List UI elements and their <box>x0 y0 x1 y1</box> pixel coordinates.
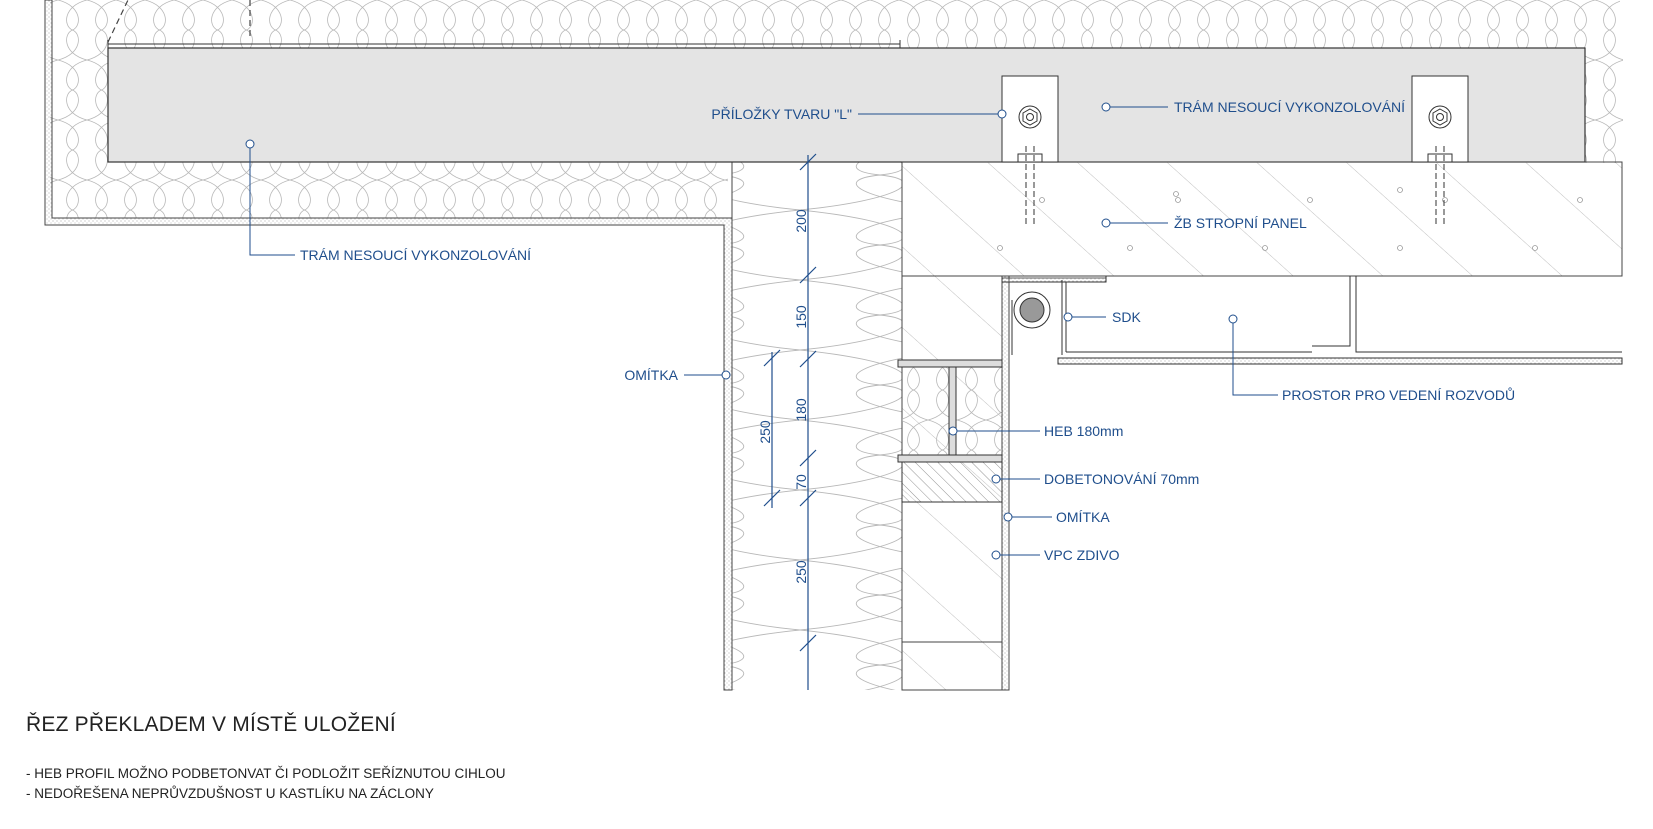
curtain-box <box>1001 276 1107 355</box>
note-1: - HEB PROFIL MOŽNO PODBETONVAT ČI PODLOŽ… <box>26 766 506 781</box>
dim-150: 150 <box>793 305 809 329</box>
label-slab: ŽB STROPNÍ PANEL <box>1174 215 1307 231</box>
dim-200: 200 <box>793 209 809 233</box>
insulation-top <box>50 0 1620 48</box>
dim-180: 180 <box>793 398 809 422</box>
label-brackets: PŘÍLOŽKY TVARU "L" <box>711 106 852 122</box>
l-bracket-2 <box>1411 75 1469 225</box>
dim-250-lower: 250 <box>793 560 809 584</box>
label-plaster-right: OMÍTKA <box>1056 509 1110 525</box>
heb-profile <box>897 359 1003 463</box>
label-beam-left: TRÁM NESOUCÍ VYKONZOLOVÁNÍ <box>300 247 531 263</box>
label-heb: HEB 180mm <box>1044 423 1123 439</box>
label-sdk: SDK <box>1112 309 1141 325</box>
inner-plaster <box>1001 275 1010 691</box>
cantilever-beam <box>107 47 1586 163</box>
label-beam-right: TRÁM NESOUCÍ VYKONZOLOVÁNÍ <box>1174 99 1405 115</box>
drawing-title: ŘEZ PŘEKLADEM V MÍSTĚ ULOŽENÍ <box>26 713 396 736</box>
label-services: PROSTOR PRO VEDENÍ ROZVODŮ <box>1282 386 1515 403</box>
insulation-left <box>50 48 108 218</box>
l-bracket-1 <box>1001 75 1059 225</box>
sdk-ceiling <box>1057 276 1623 365</box>
dimension-line-main <box>763 153 817 690</box>
label-topping: DOBETONOVÁNÍ 70mm <box>1044 471 1199 487</box>
slab-aggregate <box>997 187 1583 251</box>
drawing-notes: - HEB PROFIL MOŽNO PODBETONVAT ČI PODLOŽ… <box>26 764 506 804</box>
leader-lines <box>245 102 1278 560</box>
dim-70: 70 <box>793 474 809 490</box>
insulation-wall <box>732 162 902 690</box>
label-masonry: VPC ZDIVO <box>1044 547 1120 563</box>
insulation-right-edge <box>1585 48 1623 163</box>
concrete-slab <box>901 161 1623 277</box>
dim-250-upper: 250 <box>757 420 773 444</box>
concrete-topping <box>901 461 1003 503</box>
insulation-under-beam <box>108 162 728 218</box>
dashed-outline <box>107 0 251 43</box>
note-2: - NEDOŘEŠENA NEPRŮVZDUŠNOST U KASTLÍKU N… <box>26 786 434 801</box>
label-plaster-left: OMÍTKA <box>624 367 678 383</box>
